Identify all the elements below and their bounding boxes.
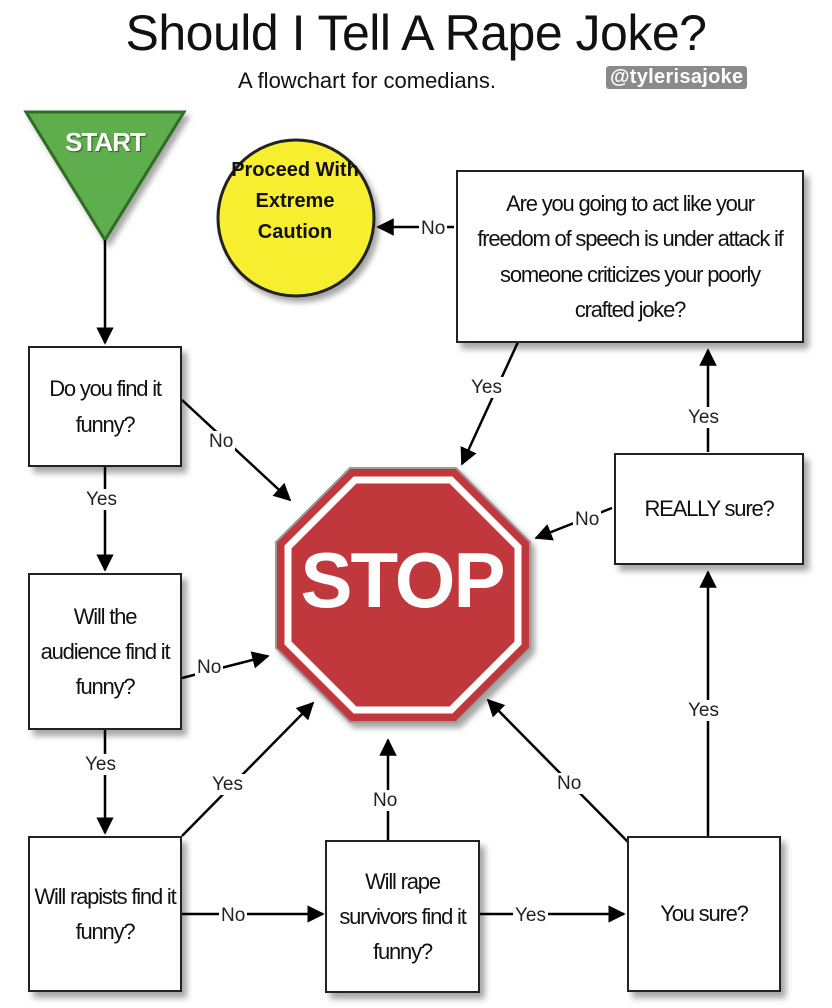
edge-funny-stop bbox=[181, 399, 292, 502]
edge-label-sure-no: No bbox=[555, 773, 584, 794]
page-title: Should I Tell A Rape Joke? bbox=[125, 5, 707, 61]
edge-label-really-no: No bbox=[573, 509, 602, 530]
node-find-funny-text: Do you find it funny? bbox=[49, 376, 162, 437]
node-rapists-funny-text: Will rapists find it funny? bbox=[34, 883, 176, 944]
edge-label-rapists-no: No bbox=[219, 905, 248, 926]
edge-label-sure-yes: Yes bbox=[686, 700, 721, 721]
node-really-sure: REALLY sure? bbox=[614, 453, 804, 565]
edge-label-survivors-yes: Yes bbox=[513, 905, 548, 926]
node-free-speech: Are you going to act like your freedom o… bbox=[456, 170, 804, 343]
edge-label-survivors-no: No bbox=[371, 790, 400, 811]
edge-label-rapists-yes: Yes bbox=[210, 774, 245, 795]
edge-label-speech-yes: Yes bbox=[469, 377, 504, 398]
stop-label: STOP bbox=[300, 536, 506, 624]
edge-label-funny-yes: Yes bbox=[84, 489, 119, 510]
node-audience-funny: Will the audience find it funny? bbox=[28, 573, 182, 730]
edge-label-speech-no: No bbox=[419, 218, 448, 239]
node-find-funny: Do you find it funny? bbox=[28, 346, 182, 467]
caution-label: Proceed With Extreme Caution bbox=[231, 159, 359, 243]
node-audience-funny-text: Will the audience find it funny? bbox=[40, 603, 171, 700]
stop-shape bbox=[275, 467, 531, 723]
caution-shape bbox=[216, 138, 376, 298]
start-shape bbox=[23, 110, 187, 243]
author-handle: @tylerisajoke bbox=[606, 66, 748, 89]
edge-rapists-stop bbox=[181, 701, 315, 837]
node-you-sure-text: You sure? bbox=[660, 901, 749, 927]
edge-label-really-yes: Yes bbox=[686, 407, 721, 428]
edge-label-audience-no: No bbox=[195, 657, 224, 678]
page-subtitle: A flowchart for comedians. bbox=[238, 68, 497, 93]
node-survivors-funny-text: Will rape survivors find it funny? bbox=[339, 868, 467, 965]
edge-sure-stop bbox=[486, 698, 629, 843]
node-rapists-funny: Will rapists find it funny? bbox=[28, 836, 182, 992]
start-label: START bbox=[65, 127, 146, 157]
node-really-sure-text: REALLY sure? bbox=[644, 496, 774, 522]
edge-speech-stop bbox=[460, 341, 520, 466]
node-free-speech-text: Are you going to act like your freedom o… bbox=[477, 191, 784, 322]
node-survivors-funny: Will rape survivors find it funny? bbox=[325, 840, 480, 993]
edge-label-audience-yes: Yes bbox=[83, 754, 118, 775]
node-you-sure: You sure? bbox=[627, 836, 781, 992]
edge-label-funny-no: No bbox=[207, 431, 236, 452]
stop-inner-border bbox=[284, 476, 522, 714]
